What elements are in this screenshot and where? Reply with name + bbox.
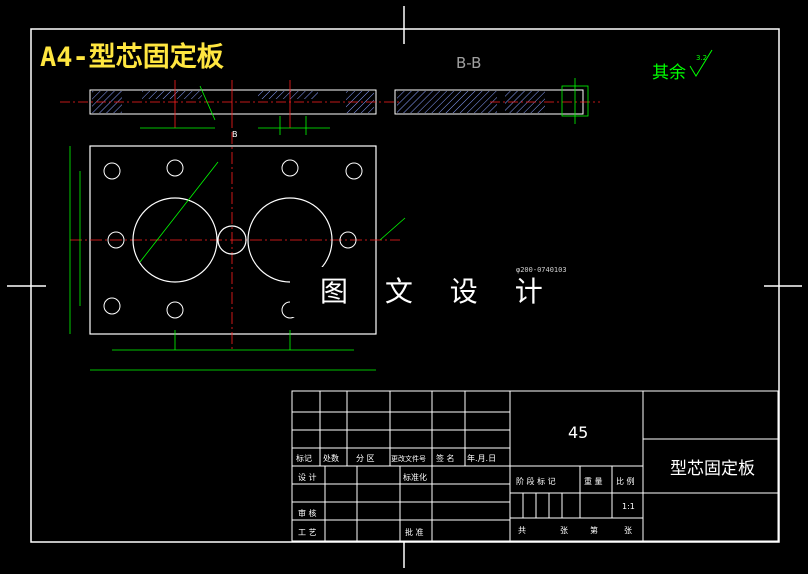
sheet-current-label: 第 [590,525,598,535]
material-value: 45 [568,423,588,442]
header-change-doc: 更改文件号 [391,454,426,463]
drawing-title: A4-型芯固定板 [40,41,224,73]
row-process: 工 艺 [298,528,317,537]
header-zone: 分 区 [356,454,375,463]
scale-header: 比 例 [616,476,635,486]
row-standardize: 标准化 [403,472,427,482]
roughness-label: 其余 [652,63,686,83]
row-design: 设 计 [298,472,317,482]
header-date: 年.月.日 [467,453,496,463]
sheet-total-label: 共 [518,526,526,535]
part-name: 型芯固定板 [670,459,755,479]
roughness-symbol-icon [689,49,713,77]
revision-header-row: 标记 处数 分 区 更改文件号 签 名 年.月.日 [296,453,496,463]
watermark-text: 图 文 设 计 [320,275,557,308]
roughness-value: 3.2 [696,54,707,62]
section-mark: B [232,130,238,139]
header-mark: 标记 [296,453,312,463]
title-block [291,390,779,542]
header-count: 处数 [323,453,339,463]
sheet-unit-label-1: 张 [560,526,568,535]
side-section-view [394,78,600,124]
row-check: 审 核 [298,508,317,518]
plan-view [69,132,406,371]
section-label: B-B [456,54,481,72]
front-section-view [60,80,400,135]
scale-value: 1:1 [622,502,635,511]
sheet-unit-label-2: 张 [624,526,632,535]
row-approve: 批 准 [405,527,424,537]
drawing-frame [7,6,802,568]
header-signature: 签 名 [436,453,455,463]
weight-header: 重 量 [584,476,603,486]
stage-header: 阶 段 标 记 [516,476,556,486]
center-note: φ200-0740103 [516,266,567,274]
watermark-background [290,267,374,317]
